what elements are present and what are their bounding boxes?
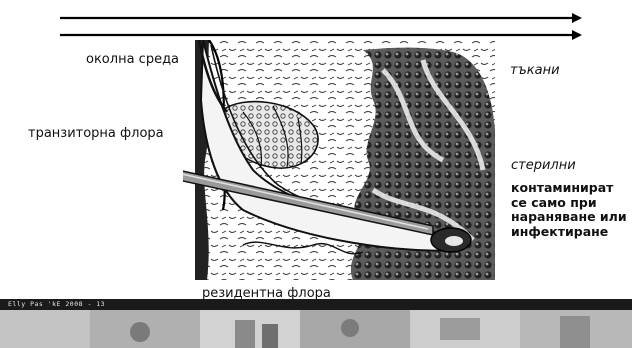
skin-cross-section-illustration xyxy=(183,40,503,285)
label-contaminated-line-2: се само при xyxy=(511,196,627,211)
footer-caption: Elly Pas 'kE 2008 - 13 xyxy=(8,300,105,309)
label-contaminated-line-4: инфектиране xyxy=(511,225,627,240)
footer-photo-collage xyxy=(0,310,632,348)
footer-bar: Elly Pas 'kE 2008 - 13 xyxy=(0,299,632,310)
label-transient-flora: транзиторна флора xyxy=(28,126,164,141)
label-contaminated-line-3: нараняване или xyxy=(511,210,627,225)
dermal-papilla xyxy=(445,236,463,246)
label-contaminated-line-1: контаминират xyxy=(511,181,627,196)
label-environment: околна среда xyxy=(86,52,179,67)
label-sterile: стерилни xyxy=(511,158,576,173)
label-contaminated: контаминират се само при нараняване или … xyxy=(511,181,627,239)
footer-photo-strip xyxy=(0,310,632,348)
label-tissues: тъкани xyxy=(510,63,560,78)
footer-banner: Elly Pas 'kE 2008 - 13 xyxy=(0,299,632,348)
